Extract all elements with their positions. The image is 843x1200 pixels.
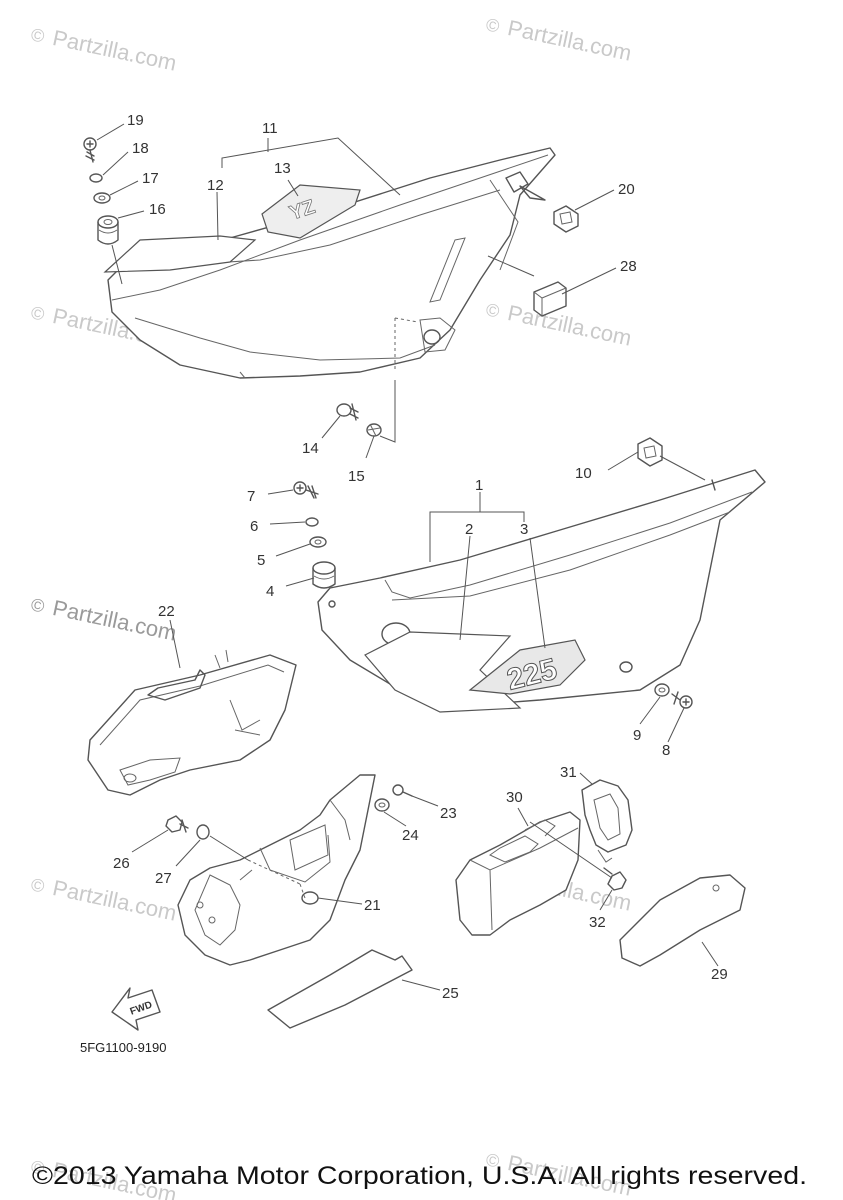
callout-19: 19 bbox=[127, 112, 144, 129]
watermark: © Partzilla.com bbox=[29, 594, 179, 645]
part-21-battery-box bbox=[177, 774, 376, 966]
part-30-box bbox=[455, 811, 581, 936]
callout-23: 23 bbox=[440, 805, 457, 822]
callout-6: 6 bbox=[250, 518, 258, 535]
watermark-text: Partzilla.com bbox=[505, 15, 633, 66]
callout-2: 2 bbox=[465, 521, 473, 538]
watermark-text: Partzilla.com bbox=[50, 25, 178, 76]
callout-24: 24 bbox=[402, 827, 419, 844]
callout-29: 29 bbox=[711, 966, 728, 983]
diagram-code: 5FG1100-9190 bbox=[80, 1040, 167, 1055]
lower-side-cover: 225 bbox=[317, 469, 766, 713]
callout-1: 1 bbox=[475, 477, 483, 494]
watermark-symbol: © bbox=[484, 14, 501, 36]
callout-10: 10 bbox=[575, 465, 592, 482]
callout-32: 32 bbox=[589, 914, 606, 931]
lower-hardware bbox=[293, 481, 693, 709]
callout-26: 26 bbox=[113, 855, 130, 872]
callout-numbers: 11 12 13 19 18 17 16 20 28 14 15 1 2 3 1… bbox=[113, 112, 728, 1002]
watermark-symbol: © bbox=[29, 874, 46, 896]
callout-28: 28 bbox=[620, 258, 637, 275]
callout-15: 15 bbox=[348, 468, 365, 485]
callout-27: 27 bbox=[155, 870, 172, 887]
watermark: © Partzilla.com bbox=[29, 24, 179, 76]
watermark-symbol: © bbox=[29, 302, 46, 324]
yz-decal: YZ bbox=[261, 184, 361, 239]
callout-22: 22 bbox=[158, 603, 175, 620]
callout-18: 18 bbox=[132, 140, 149, 157]
leader-lines bbox=[96, 123, 719, 991]
part-22-tray bbox=[87, 649, 297, 796]
callout-21: 21 bbox=[364, 897, 381, 914]
watermark: © Partzilla.com bbox=[484, 14, 634, 66]
callout-11: 11 bbox=[262, 120, 278, 137]
callout-8: 8 bbox=[662, 742, 670, 759]
callout-16: 16 bbox=[149, 201, 166, 218]
callout-5: 5 bbox=[257, 552, 265, 569]
watermark-symbol: © bbox=[29, 24, 46, 46]
parts-14-15 bbox=[336, 403, 382, 437]
callout-4: 4 bbox=[266, 583, 274, 600]
part-25-pad bbox=[267, 949, 413, 1029]
copyright-notice: ©2013 Yamaha Motor Corporation, U.S.A. A… bbox=[32, 1162, 807, 1190]
part-10 bbox=[637, 437, 663, 467]
watermark-symbol: © bbox=[484, 299, 501, 321]
part-32-bolt bbox=[603, 867, 627, 891]
upper-side-cover: YZ bbox=[103, 147, 556, 379]
watermark-symbol: © bbox=[484, 1149, 501, 1171]
callout-31: 31 bbox=[560, 764, 577, 781]
callout-25: 25 bbox=[442, 985, 459, 1002]
upper-hardware bbox=[83, 137, 119, 245]
callout-3: 3 bbox=[520, 521, 528, 538]
parts-23-24 bbox=[374, 784, 413, 812]
callout-17: 17 bbox=[142, 170, 159, 187]
part-31-strap bbox=[581, 779, 633, 863]
part-20 bbox=[553, 205, 579, 233]
callout-20: 20 bbox=[618, 181, 635, 198]
part-29-pad bbox=[619, 874, 746, 967]
callout-9: 9 bbox=[633, 727, 641, 744]
callout-12: 12 bbox=[207, 177, 224, 194]
callout-14: 14 bbox=[302, 440, 319, 457]
part-28 bbox=[533, 281, 567, 317]
parts-26-27 bbox=[165, 815, 210, 840]
watermark-symbol: © bbox=[29, 594, 46, 616]
callout-13: 13 bbox=[274, 160, 291, 177]
callout-30: 30 bbox=[506, 789, 523, 806]
callout-7: 7 bbox=[247, 488, 255, 505]
watermark-text: Partzilla.com bbox=[505, 300, 633, 351]
watermark-symbol: © bbox=[29, 1156, 46, 1178]
fwd-arrow: FWD bbox=[111, 987, 161, 1031]
